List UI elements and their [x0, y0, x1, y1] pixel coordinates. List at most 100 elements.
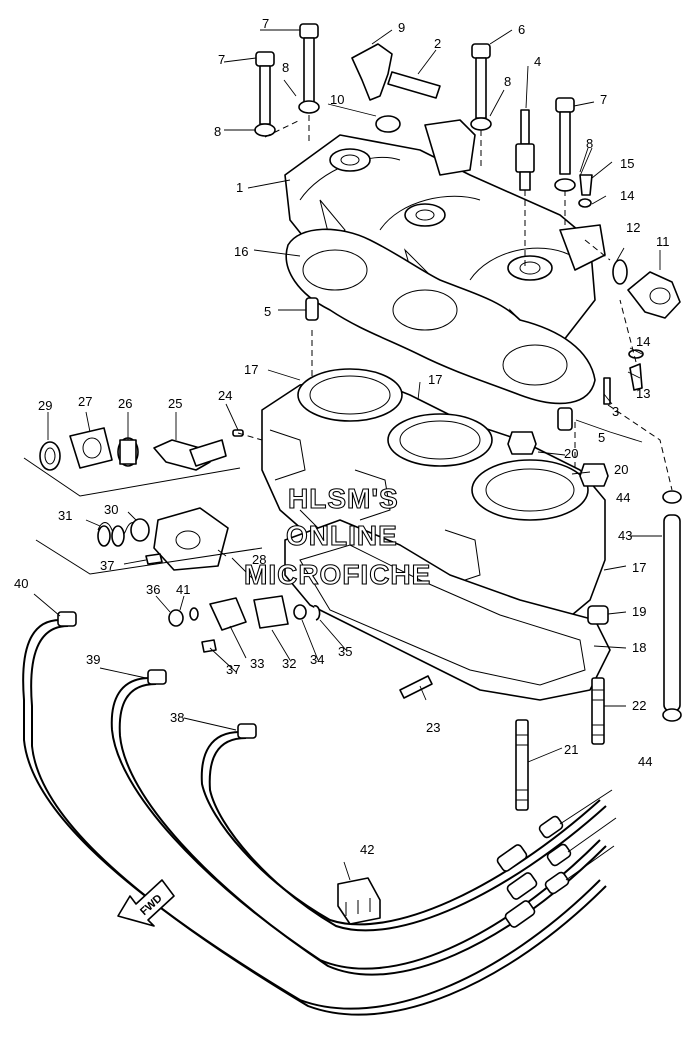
- cable-fitting[interactable]: [237, 723, 257, 739]
- oil-seal[interactable]: [39, 441, 61, 471]
- clip[interactable]: [313, 605, 321, 621]
- callout-13: 13: [636, 386, 650, 401]
- callout-31: 31: [58, 508, 72, 523]
- cable-end[interactable]: [504, 899, 536, 928]
- spark-plug[interactable]: [515, 109, 535, 191]
- dowel-pin[interactable]: [557, 407, 573, 431]
- callout-1: 1: [236, 180, 243, 195]
- bracket-line: [23, 457, 241, 497]
- cylinder-head[interactable]: [284, 119, 606, 346]
- bolt[interactable]: [299, 23, 319, 103]
- callout-29: 29: [38, 398, 52, 413]
- callout-43: 43: [618, 528, 632, 543]
- callout-10: 10: [330, 92, 344, 107]
- cap[interactable]: [168, 609, 184, 627]
- callout-37b: 37: [226, 662, 240, 677]
- leader-lines: [33, 29, 662, 881]
- callout-37: 37: [100, 558, 114, 573]
- o-ring[interactable]: [612, 259, 628, 285]
- cable-fitting[interactable]: [147, 669, 167, 685]
- callout-15: 15: [620, 156, 634, 171]
- callout-8c: 8: [504, 74, 511, 89]
- assembly-line: [237, 115, 673, 491]
- callout-38: 38: [170, 710, 184, 725]
- temperature-sensor[interactable]: [627, 271, 681, 319]
- washer[interactable]: [254, 123, 276, 137]
- callout-34: 34: [310, 652, 324, 667]
- callout-44: 44: [616, 490, 630, 505]
- pipe[interactable]: [663, 514, 681, 712]
- cable-end[interactable]: [506, 871, 538, 900]
- head-gasket[interactable]: [285, 228, 596, 405]
- callout-16: 16: [234, 244, 248, 259]
- hose-clamp[interactable]: [662, 490, 682, 504]
- bolt[interactable]: [555, 97, 575, 175]
- callout-12: 12: [626, 220, 640, 235]
- callout-18: 18: [632, 640, 646, 655]
- callout-28: 28: [252, 552, 266, 567]
- fitting[interactable]: [153, 439, 227, 471]
- callout-21: 21: [564, 742, 578, 757]
- washer[interactable]: [578, 198, 592, 208]
- dowel-pin[interactable]: [305, 297, 319, 321]
- callout-5b: 5: [598, 430, 605, 445]
- watermark: HLSM'S ONLINE MICROFICHE: [243, 482, 430, 590]
- washer[interactable]: [298, 100, 320, 114]
- collar[interactable]: [587, 605, 609, 625]
- callout-8: 8: [282, 60, 289, 75]
- watermark-line-2: ONLINE: [286, 520, 398, 551]
- stud-bolt[interactable]: [515, 719, 529, 811]
- forward-arrow-icon: FWD: [117, 879, 175, 927]
- hose-clamp[interactable]: [662, 708, 682, 722]
- bolt[interactable]: [255, 51, 275, 125]
- cable-end[interactable]: [544, 871, 570, 895]
- valve-cap[interactable]: [130, 518, 150, 542]
- screw[interactable]: [145, 553, 163, 565]
- callout-14: 14: [636, 334, 650, 349]
- cable-end[interactable]: [538, 815, 564, 839]
- cable-end[interactable]: [496, 843, 528, 872]
- callout-6: 6: [518, 22, 525, 37]
- screw[interactable]: [201, 639, 217, 653]
- callout-35: 35: [338, 644, 352, 659]
- throttle-cable[interactable]: [110, 677, 607, 976]
- bolt[interactable]: [471, 43, 491, 119]
- washer[interactable]: [554, 178, 576, 192]
- washer[interactable]: [470, 117, 492, 131]
- callout-11: 11: [656, 234, 670, 249]
- screw[interactable]: [579, 174, 593, 196]
- screw[interactable]: [629, 363, 643, 391]
- oil-pump-cable[interactable]: [200, 731, 607, 932]
- callout-42: 42: [360, 842, 374, 857]
- bracket-line: [35, 539, 263, 575]
- cable-holder[interactable]: [337, 877, 381, 925]
- callout-8d: 8: [586, 136, 593, 151]
- callout-7c: 7: [600, 92, 607, 107]
- nut[interactable]: [507, 431, 537, 455]
- base-gasket[interactable]: [284, 519, 611, 701]
- gasket-ring[interactable]: [375, 115, 401, 133]
- elbow-joint[interactable]: [117, 437, 139, 467]
- callout-39: 39: [86, 652, 100, 667]
- pin-washer[interactable]: [189, 607, 199, 621]
- flange-gasket[interactable]: [69, 427, 113, 469]
- pin[interactable]: [603, 377, 611, 405]
- callout-26: 26: [118, 396, 132, 411]
- cable-fitting[interactable]: [57, 611, 77, 627]
- nut[interactable]: [579, 463, 609, 487]
- callout-7b: 7: [218, 52, 225, 67]
- callout-4: 4: [534, 54, 541, 69]
- cover-plate[interactable]: [153, 507, 229, 571]
- joint-holder[interactable]: [209, 597, 247, 631]
- label-plate[interactable]: [387, 71, 441, 99]
- spring[interactable]: [97, 522, 141, 547]
- stud-bolt[interactable]: [591, 677, 605, 745]
- stud-bolt[interactable]: [399, 675, 433, 699]
- washer[interactable]: [628, 349, 644, 359]
- flange-gasket[interactable]: [253, 595, 289, 629]
- thermo-sender[interactable]: [351, 43, 393, 101]
- cable-end[interactable]: [546, 843, 572, 867]
- nut[interactable]: [293, 604, 307, 620]
- callout-3: 3: [612, 404, 619, 419]
- cable-wire: [559, 789, 617, 881]
